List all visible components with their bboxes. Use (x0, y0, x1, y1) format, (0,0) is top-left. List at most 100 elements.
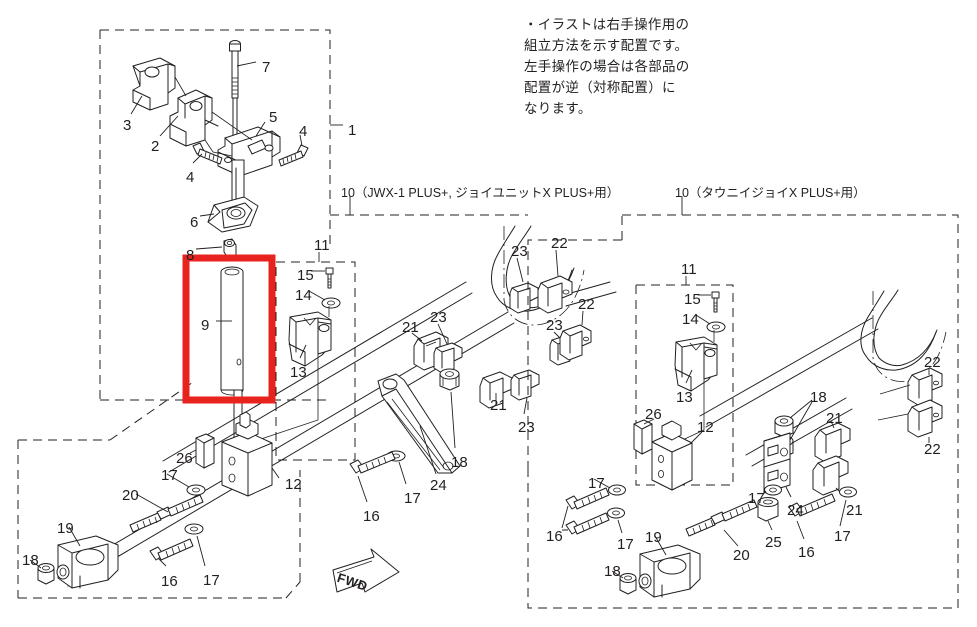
leader-14-left (308, 290, 326, 301)
part-4-bolt-left (192, 142, 223, 165)
callout-number-15: 15 (297, 267, 314, 284)
callout-number-7: 7 (262, 59, 271, 76)
callout-number-20: 20 (122, 487, 139, 504)
handle-rail-left (61, 281, 515, 587)
leader-17-r1 (762, 490, 767, 495)
part-3-bracket (132, 57, 176, 111)
part-21-clip-right-1 (814, 422, 851, 463)
callout-number-12: 12 (697, 419, 714, 436)
callout-number-18: 18 (22, 552, 39, 569)
leader-12-right (689, 431, 703, 445)
part-26-cover-left (195, 433, 215, 469)
callout-number-5: 5 (269, 109, 278, 126)
leader-21-c1 (411, 332, 423, 342)
part-18-nut-left (37, 563, 55, 585)
callout-number-17: 17 (617, 536, 634, 553)
group-1-boundary (99, 29, 331, 401)
part-2-bracket (169, 89, 219, 147)
leader-16-left (157, 557, 167, 567)
group-header-left: 10（JWX-1 PLUS+, ジョイユニットX PLUS+用） (341, 186, 620, 200)
part-21-clip-right-2 (812, 455, 849, 496)
callout-number-19: 19 (645, 529, 662, 546)
leader-3 (130, 95, 143, 115)
callout-number-23: 23 (546, 317, 563, 334)
part-17-washer-left-2 (184, 523, 204, 535)
part-17-washer-right-1 (764, 484, 782, 496)
callout-number-17: 17 (834, 528, 851, 545)
leader-16-right (796, 520, 805, 540)
leader-17-center (398, 461, 407, 485)
part-22-clip-right-2 (907, 399, 943, 438)
part-17-washer-left-1 (186, 484, 206, 496)
assembly-link-2-5 (211, 111, 253, 141)
callout-number-18: 18 (604, 563, 621, 580)
leader-22-c1 (555, 249, 559, 277)
handle-rail-right (699, 317, 879, 467)
part-19-bracket-right (638, 544, 701, 598)
callout-number-14: 14 (682, 311, 699, 328)
part-16-bolt-right-2 (565, 512, 610, 535)
callout-number-19: 19 (57, 520, 74, 537)
part-17-washer-right-3 (608, 484, 626, 496)
part-6-plate (207, 196, 259, 233)
part-16-bolt-right (788, 493, 836, 517)
callout-number-14: 14 (295, 287, 312, 304)
group-right-panel-boundary (527, 214, 959, 609)
callout-number-17: 17 (203, 572, 220, 589)
leader-23-c2 (437, 323, 448, 345)
callout-number-9: 9 (201, 317, 210, 334)
callout-number-4: 4 (186, 169, 195, 186)
leader-8 (195, 246, 223, 250)
callout-number-17: 17 (748, 490, 765, 507)
part-26-cover-right (633, 419, 653, 455)
callout-number-24: 24 (430, 477, 447, 494)
leader-19-right (654, 535, 667, 556)
callout-number-17: 17 (588, 475, 605, 492)
callout-number-17: 17 (404, 490, 421, 507)
callout-number-21: 21 (846, 502, 863, 519)
leader-17-r3 (593, 478, 611, 489)
callout-number-18: 18 (451, 454, 468, 471)
callout-number-26: 26 (645, 406, 662, 423)
part-13-grip-right (674, 336, 718, 392)
part-12-body-right (651, 420, 693, 491)
part-17-washer-right-2 (839, 486, 857, 498)
leader-21-r1 (830, 420, 835, 429)
leader-26-left (189, 449, 197, 454)
leader-14-right (695, 314, 711, 325)
callout-number-16: 16 (161, 573, 178, 590)
part-20-stud-left (129, 494, 204, 533)
part-12-body-left (221, 411, 273, 497)
callout-number-16: 16 (363, 508, 380, 525)
callout-number-11: 11 (681, 261, 697, 278)
callout-number-21: 21 (490, 397, 507, 414)
part-9-tube (220, 266, 244, 451)
callout-number-21: 21 (826, 410, 843, 427)
leader-4-left (192, 153, 203, 164)
callout-number-15: 15 (684, 291, 701, 308)
leader-17-r4 (617, 519, 623, 534)
part-23-clip-center-2 (433, 342, 463, 374)
part-15-screw-right (711, 291, 720, 313)
part-15-screw-left (325, 267, 334, 289)
part-8-bush (223, 238, 237, 259)
leader-18-center (450, 391, 456, 449)
part-22-clip-right-1 (907, 367, 943, 406)
part-20-stud-right (685, 499, 758, 537)
callout-number-6: 6 (190, 214, 199, 231)
leader-6 (199, 213, 215, 217)
callout-number-1: 1 (348, 122, 357, 139)
part-5-clamp (217, 126, 281, 206)
callout-number-13: 13 (290, 364, 307, 381)
part-19-bracket-left (56, 535, 119, 589)
part-18-nut-right-1 (774, 415, 794, 438)
part-22-clip-center-2 (559, 324, 592, 361)
assembly-link-13-12-left (257, 352, 319, 441)
leader-17-l1 (166, 473, 190, 488)
fwd-direction-arrow (332, 548, 400, 593)
leader-7 (236, 61, 257, 67)
callout-number-17: 17 (161, 467, 178, 484)
leader-16-right-pair (561, 505, 569, 531)
callout-number-23: 23 (518, 419, 535, 436)
